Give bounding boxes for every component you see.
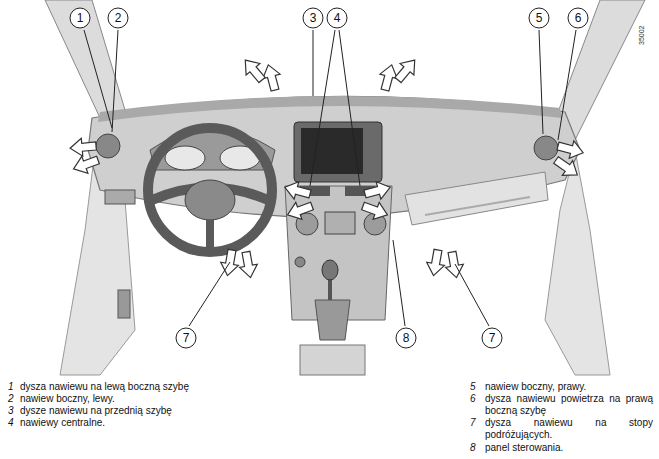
console-tray: [300, 345, 365, 375]
callout-number: 2: [107, 7, 129, 29]
callout-circle: 8: [395, 327, 417, 349]
callout-circle: 2: [107, 7, 129, 29]
glove-box-trim: [425, 197, 530, 215]
callout-circle-outline: [396, 328, 416, 348]
legend-number: 2: [8, 393, 14, 405]
callout-circle-outline: [303, 8, 323, 28]
left-vent: [96, 134, 120, 158]
callout-circle: 1: [69, 7, 91, 29]
callout-circle-outline: [327, 8, 347, 28]
legend-number: 8: [470, 442, 476, 454]
right-pillar: [555, 0, 645, 140]
callout-number: 8: [395, 327, 417, 349]
callout-number: 6: [567, 7, 589, 29]
legend-text: dysza nawiewu powietrza na prawą boczną …: [485, 393, 653, 416]
figure-number: 35002: [636, 26, 648, 45]
right-door-area: [545, 150, 610, 375]
callout-number: 4: [326, 7, 348, 29]
screen: [301, 128, 363, 174]
callout-circle-outline: [529, 8, 549, 28]
air-arrows: [69, 54, 585, 279]
callout-circle: 7: [481, 327, 503, 349]
switch-panel: [105, 190, 135, 204]
legend-text: dysza nawiewu na stopy podróżujących.: [485, 417, 653, 440]
callout-circle-outline: [70, 8, 90, 28]
legend-text: panel sterowania.: [485, 442, 653, 454]
control-panel: [325, 212, 355, 234]
screen-frame: [294, 122, 382, 182]
legend-number: 6: [470, 393, 476, 405]
wheel-spoke: [206, 220, 214, 250]
gear-knob: [322, 260, 338, 280]
callout-circle: 4: [326, 7, 348, 29]
steering-wheel: [148, 128, 272, 252]
callout-number: 7: [481, 327, 503, 349]
legend-number: 3: [8, 405, 14, 417]
callout-circle: 6: [567, 7, 589, 29]
callout-circle-outline: [108, 8, 128, 28]
callout-number: 5: [528, 7, 550, 29]
legend-text: dysza nawiewu na lewą boczną szybę: [20, 381, 220, 393]
legend-number: 7: [470, 417, 476, 429]
callout-circle: 3: [302, 7, 324, 29]
pedal: [118, 290, 130, 318]
legend-text: nawiew boczny, lewy.: [20, 393, 220, 405]
socket: [295, 257, 305, 267]
right-vent: [534, 136, 558, 160]
legend-text: nawiewy centralne.: [20, 417, 220, 429]
leader-lines: [84, 30, 576, 326]
callout-number: 3: [302, 7, 324, 29]
callout-number: 7: [175, 327, 197, 349]
legend-text: nawiew boczny, prawy.: [485, 381, 653, 393]
legend-number: 1: [8, 381, 14, 393]
gauge: [165, 146, 205, 170]
callout-circle-outline: [176, 328, 196, 348]
dashboard-top: [98, 96, 562, 122]
callout-circle-outline: [568, 8, 588, 28]
callout-circle-outline: [482, 328, 502, 348]
gear-boot: [315, 300, 350, 340]
legend-text: dysze nawiewu na przednią szybę: [20, 405, 220, 417]
callout-circle: 7: [175, 327, 197, 349]
callout-number: 1: [69, 7, 91, 29]
legend-number: 5: [470, 381, 476, 393]
legend-number: 4: [8, 417, 14, 429]
glove-box: [405, 172, 548, 225]
wheel-hub: [185, 180, 235, 220]
callout-circle: 5: [528, 7, 550, 29]
